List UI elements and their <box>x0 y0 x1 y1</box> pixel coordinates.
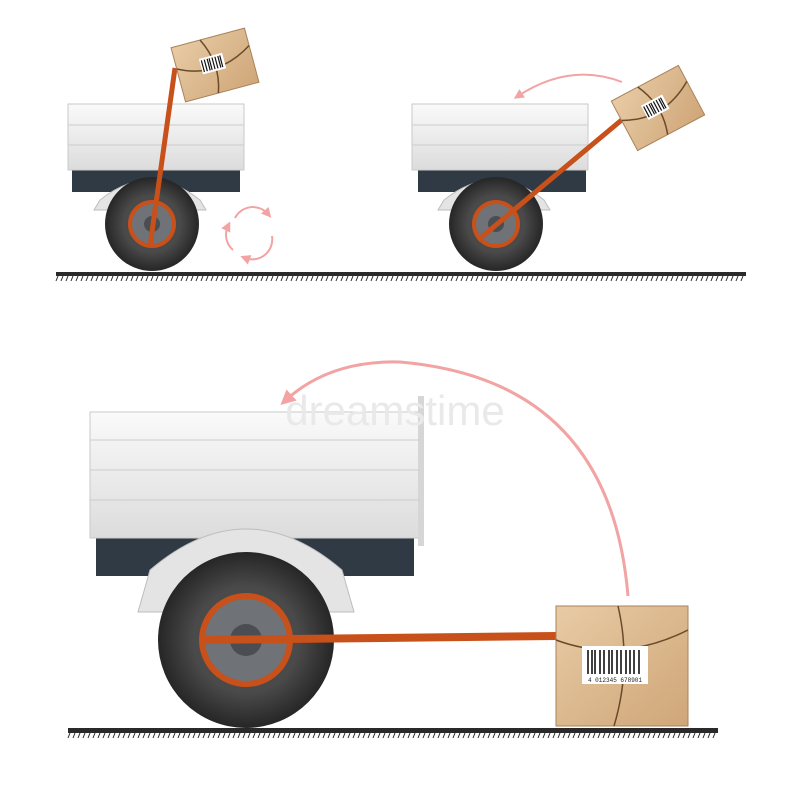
parcel-box <box>610 64 706 152</box>
step-1-wind-up <box>67 27 274 271</box>
cargo-bed <box>411 103 589 171</box>
barcode-icon <box>200 55 224 73</box>
strap <box>476 116 626 242</box>
ground-bottom <box>67 728 718 739</box>
barcode-label <box>582 646 648 684</box>
step-2-lift-over <box>411 64 706 271</box>
parcel-box: 4 012345 678901 <box>555 605 689 727</box>
step-3-start: 4 012345 678901 <box>89 360 689 728</box>
parcel-box <box>170 27 260 103</box>
curved-arrow-icon <box>513 73 623 99</box>
rotate-arrows-icon <box>221 206 274 265</box>
front-post <box>418 396 424 546</box>
barcode-icon <box>643 97 667 118</box>
ground-top <box>55 272 746 282</box>
cargo-bed <box>89 411 421 539</box>
ground-tread <box>67 732 716 739</box>
watermark: dreamstime <box>285 387 504 434</box>
trailer <box>67 103 245 211</box>
strap <box>147 67 178 247</box>
barcode-digits: 4 012345 678901 <box>588 677 642 684</box>
barcode-label <box>198 52 227 75</box>
strap <box>203 632 557 644</box>
cargo-bed <box>67 103 245 171</box>
barcode-icon <box>587 650 640 674</box>
curved-arrow-icon <box>280 360 630 597</box>
ground-tread <box>55 275 744 282</box>
